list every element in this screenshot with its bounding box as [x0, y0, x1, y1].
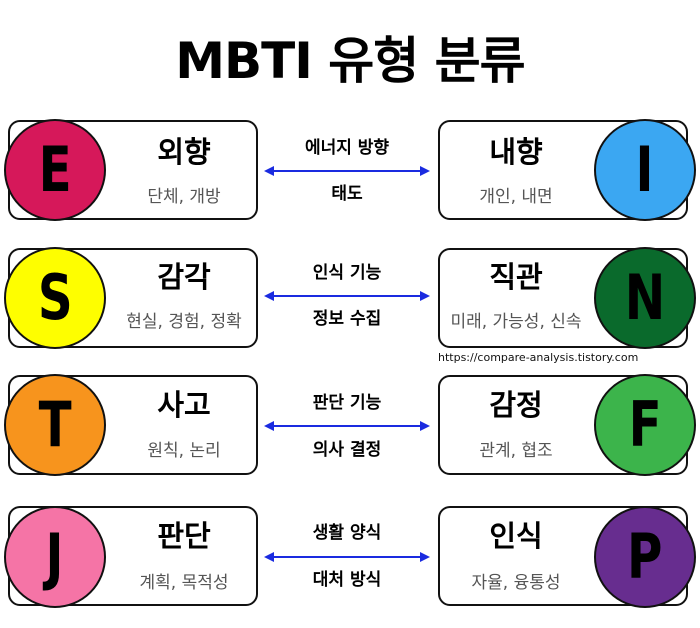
middle-top-1: 에너지 방향 — [304, 138, 390, 158]
card-s-subtitle: 현실, 경험, 정확 — [126, 312, 242, 332]
letter-t: T — [38, 388, 72, 461]
double-arrow-3 — [264, 421, 430, 431]
card-e-subtitle: 단체, 개방 — [147, 187, 221, 207]
card-j-title: 판단 — [157, 519, 211, 553]
circle-t: T — [4, 374, 106, 476]
middle-bottom-3: 의사 결정 — [312, 440, 382, 460]
letter-p: P — [627, 520, 663, 593]
double-arrow-4 — [264, 552, 430, 562]
circle-j: J — [4, 506, 106, 608]
card-n-subtitle: 미래, 가능성, 신속 — [450, 312, 582, 332]
circle-i: I — [594, 119, 696, 221]
card-n-title: 직관 — [489, 260, 543, 294]
letter-i: I — [635, 133, 654, 206]
middle-top-4: 생활 양식 — [312, 523, 382, 543]
letter-n: N — [624, 261, 666, 334]
middle-top-3: 판단 기능 — [312, 393, 382, 413]
circle-e: E — [4, 119, 106, 221]
watermark-url: https://compare-analysis.tistory.com — [438, 351, 639, 364]
circle-f: F — [594, 374, 696, 476]
card-p-subtitle: 자율, 융통성 — [471, 573, 561, 593]
middle-bottom-4: 대처 방식 — [312, 570, 382, 590]
letter-j: J — [45, 520, 64, 593]
card-e-title: 외향 — [157, 135, 211, 169]
card-f-title: 감정 — [489, 388, 543, 422]
circle-n: N — [594, 247, 696, 349]
card-p-title: 인식 — [489, 519, 543, 553]
circle-s: S — [4, 247, 106, 349]
double-arrow-1 — [264, 166, 430, 176]
circle-p: P — [594, 506, 696, 608]
card-j-subtitle: 계획, 목적성 — [139, 573, 229, 593]
middle-top-2: 인식 기능 — [312, 263, 382, 283]
middle-bottom-2: 정보 수집 — [312, 309, 382, 329]
middle-bottom-1: 태도 — [331, 184, 363, 204]
letter-s: S — [37, 261, 73, 334]
card-i-title: 내향 — [489, 135, 543, 169]
card-t-title: 사고 — [157, 388, 211, 422]
card-s-title: 감각 — [157, 260, 211, 294]
double-arrow-2 — [264, 291, 430, 301]
card-i-subtitle: 개인, 내면 — [479, 187, 553, 207]
letter-f: F — [628, 388, 662, 461]
letter-e: E — [38, 133, 72, 206]
card-f-subtitle: 관계, 협조 — [479, 441, 553, 461]
page-title: MBTI 유형 분류 — [175, 32, 525, 90]
card-t-subtitle: 원칙, 논리 — [147, 441, 221, 461]
